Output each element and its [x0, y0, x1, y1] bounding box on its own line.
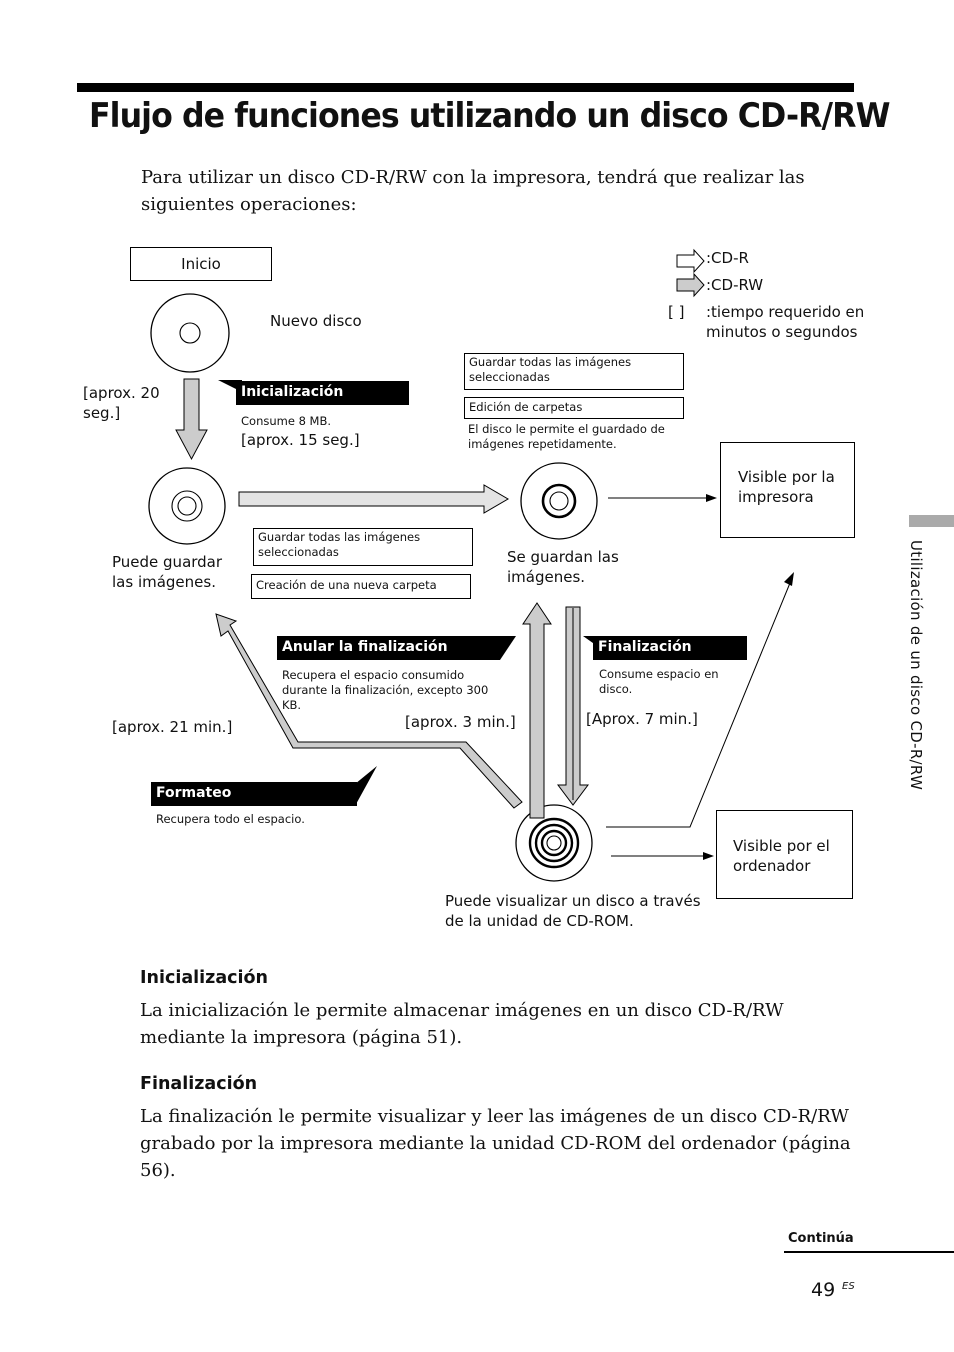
- legend-brackets-desc: :tiempo requerido en minutos o segundos: [706, 303, 865, 341]
- legend-cdr-arrow-icon: [676, 248, 705, 274]
- saved-label: Se guardan las imágenes.: [507, 548, 619, 586]
- unfinalize-tag: Anular la finalización: [277, 636, 500, 660]
- section-heading-final: Finalización: [140, 1074, 258, 1094]
- save-right-arrow: [238, 484, 509, 514]
- init-tag: Inicialización: [236, 381, 409, 405]
- finalized-disc-icon: [515, 804, 593, 882]
- init-down-arrow: [175, 378, 208, 461]
- legend-cdrw-arrow-icon: [676, 272, 705, 298]
- time-21m-label: [aprox. 21 min.]: [112, 718, 233, 736]
- time-20s-label: [aprox. 20 seg.]: [83, 384, 160, 422]
- unfinalize-desc: Recupera el espacio consumido durante la…: [282, 668, 489, 712]
- start-label: Inicio: [181, 255, 221, 273]
- mid-new-folder-label: Creación de una nueva carpeta: [256, 578, 437, 592]
- view-cdrom-label: Puede visualizar un disco a través de la…: [445, 892, 701, 930]
- section-tab-marker: [909, 515, 954, 527]
- format-tag: Formateo: [151, 782, 357, 806]
- visible-printer-label: Visible por la impresora: [738, 468, 835, 506]
- section-text-final: La finalización le permite visualizar y …: [140, 1106, 851, 1181]
- mid-save-label: Guardar todas las imágenes seleccionadas: [258, 530, 421, 559]
- mid-save-box: Guardar todas las imágenes seleccionadas: [253, 528, 473, 566]
- flow-diagram: [148, 248, 794, 882]
- mid-new-folder-box: Creación de una nueva carpeta: [251, 574, 471, 599]
- visible-pc-box: Visible por el ordenador: [716, 810, 853, 899]
- legend-brackets-symbol: [ ]: [668, 303, 685, 321]
- top-save-label: Guardar todas las imágenes seleccionadas: [469, 355, 632, 384]
- section-side-label: Utilización de un disco CD-R/RW: [907, 540, 925, 791]
- intro-paragraph: Para utilizar un disco CD-R/RW con la im…: [141, 167, 805, 215]
- init-consume-label: Consume 8 MB.: [241, 414, 332, 428]
- time-3m-label: [aprox. 3 min.]: [405, 713, 516, 731]
- visible-pc-label: Visible por el ordenador: [733, 837, 830, 875]
- start-box: Inicio: [130, 247, 272, 281]
- initialized-disc-icon: [148, 467, 226, 545]
- can-save-label: Puede guardar las imágenes.: [112, 553, 223, 591]
- finalize-tag: Finalización: [593, 636, 747, 660]
- page-lang: ES: [842, 1281, 855, 1292]
- legend-cdr-label: :CD-R: [706, 249, 749, 267]
- top-edit-label: Edición de carpetas: [469, 400, 583, 414]
- top-save-box: Guardar todas las imágenes seleccionadas: [464, 353, 684, 390]
- section-text-init: La inicialización le permite almacenar i…: [140, 1000, 784, 1048]
- init-time-label: [aprox. 15 seg.]: [241, 431, 360, 449]
- format-desc: Recupera todo el espacio.: [156, 812, 305, 826]
- section-heading-init: Inicialización: [140, 968, 268, 988]
- page-title: Flujo de funciones utilizando un disco C…: [89, 96, 890, 136]
- saved-disc-icon: [520, 462, 598, 540]
- top-edit-box: Edición de carpetas: [464, 397, 684, 419]
- time-7m-label: [Aprox. 7 min.]: [586, 710, 698, 728]
- title-rule: [77, 83, 854, 92]
- visible-printer-box: Visible por la impresora: [720, 442, 855, 538]
- continues-rule: [784, 1251, 954, 1253]
- finalize-desc: Consume espacio en disco.: [599, 667, 719, 696]
- page-number: 49: [811, 1279, 836, 1301]
- repeat-note: El disco le permite el guardado de imáge…: [468, 422, 665, 451]
- continues-label: Continúa: [788, 1231, 854, 1246]
- unfinalize-up-arrow: [522, 602, 552, 819]
- legend-cdrw-label: :CD-RW: [706, 276, 764, 294]
- format-bent-arrow: [215, 613, 523, 809]
- new-disc-label: Nuevo disco: [270, 312, 362, 330]
- new-disc-icon: [150, 293, 230, 373]
